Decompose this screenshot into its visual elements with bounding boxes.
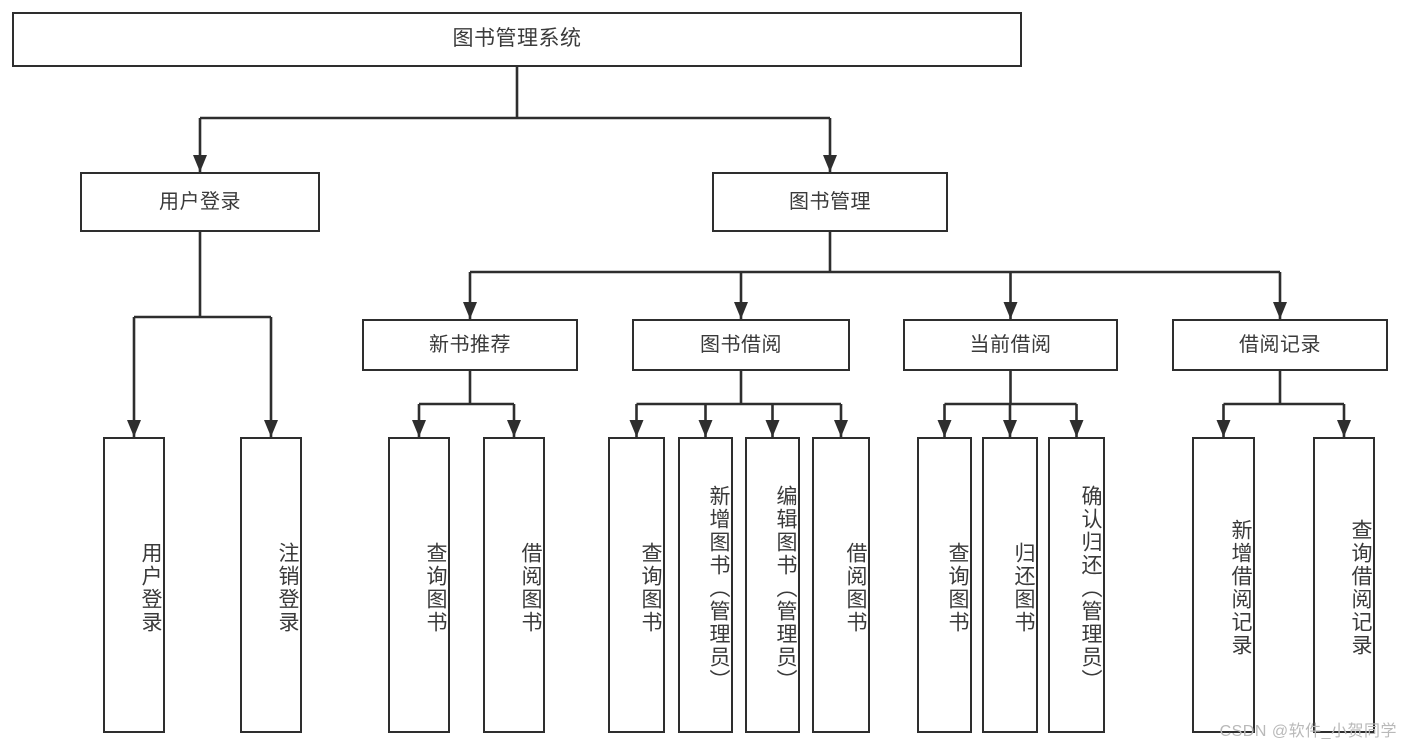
node-label: 用户登录 (159, 190, 241, 213)
node-borrow-query-book[interactable]: 查询图书 (608, 437, 665, 733)
node-label: 确认归还（管理员） (1079, 484, 1102, 692)
node-label: 用户登录 (139, 542, 162, 634)
node-book-borrow[interactable]: 图书借阅 (632, 319, 850, 371)
node-label: 当前借阅 (969, 333, 1052, 356)
arrowhead-icon (734, 302, 748, 319)
node-label: 新增借阅记录 (1229, 519, 1252, 657)
node-borrow-record[interactable]: 借阅记录 (1172, 319, 1388, 371)
arrowhead-icon (765, 420, 780, 437)
arrowhead-icon (193, 155, 207, 172)
node-cur-confirm-return[interactable]: 确认归还（管理员） (1048, 437, 1105, 733)
arrowhead-icon (629, 420, 644, 437)
arrowhead-icon (127, 420, 141, 437)
node-label: 图书管理系统 (452, 27, 582, 51)
arrowhead-icon (1069, 420, 1084, 437)
node-label: 新书推荐 (429, 333, 511, 356)
node-borrow-add-book[interactable]: 新增图书（管理员） (678, 437, 733, 733)
arrowhead-icon (698, 420, 713, 437)
node-label: 图书借阅 (700, 333, 782, 356)
node-borrow-borrow-book[interactable]: 借阅图书 (812, 437, 870, 733)
arrowhead-icon (1337, 420, 1351, 437)
node-borrow-edit-book[interactable]: 编辑图书（管理员） (745, 437, 800, 733)
node-cur-return-book[interactable]: 归还图书 (982, 437, 1038, 733)
node-label: 借阅图书 (844, 542, 867, 634)
node-label: 查询图书 (639, 542, 662, 634)
arrowhead-icon (1216, 420, 1231, 437)
node-cur-query-book[interactable]: 查询图书 (917, 437, 972, 733)
arrowhead-icon (823, 155, 837, 172)
node-label: 借阅记录 (1239, 333, 1321, 356)
node-user-login[interactable]: 用户登录 (80, 172, 320, 232)
node-label: 归还图书 (1012, 542, 1035, 634)
node-label: 借阅图书 (519, 542, 542, 634)
watermark-label: CSDN @软件_小贺同学 (1219, 723, 1397, 740)
node-user-login-leaf[interactable]: 用户登录 (103, 437, 165, 733)
node-label: 查询图书 (946, 542, 969, 634)
node-label: 图书管理 (789, 190, 871, 213)
node-rec-add-record[interactable]: 新增借阅记录 (1192, 437, 1255, 733)
arrowhead-icon (412, 420, 426, 437)
node-label: 编辑图书（管理员） (774, 484, 797, 692)
node-label: 注销登录 (276, 542, 299, 634)
arrowhead-icon (264, 420, 278, 437)
arrowhead-icon (463, 302, 477, 319)
arrowhead-icon (1003, 420, 1017, 437)
arrowhead-icon (937, 420, 952, 437)
arrowhead-icon (507, 420, 521, 437)
node-rec-borrow-book[interactable]: 借阅图书 (483, 437, 545, 733)
node-current-borrow[interactable]: 当前借阅 (903, 319, 1118, 371)
node-user-logout-leaf[interactable]: 注销登录 (240, 437, 302, 733)
node-rec-query-record[interactable]: 查询借阅记录 (1313, 437, 1375, 733)
arrowhead-icon (1273, 302, 1287, 319)
node-new-book-rec[interactable]: 新书推荐 (362, 319, 578, 371)
node-rec-query-book[interactable]: 查询图书 (388, 437, 450, 733)
node-root[interactable]: 图书管理系统 (12, 12, 1022, 67)
node-book-manage[interactable]: 图书管理 (712, 172, 948, 232)
node-label: 查询图书 (424, 542, 447, 634)
node-label: 新增图书（管理员） (707, 484, 730, 692)
node-label: 查询借阅记录 (1349, 519, 1372, 657)
arrowhead-icon (1003, 302, 1018, 319)
arrowhead-icon (834, 420, 848, 437)
